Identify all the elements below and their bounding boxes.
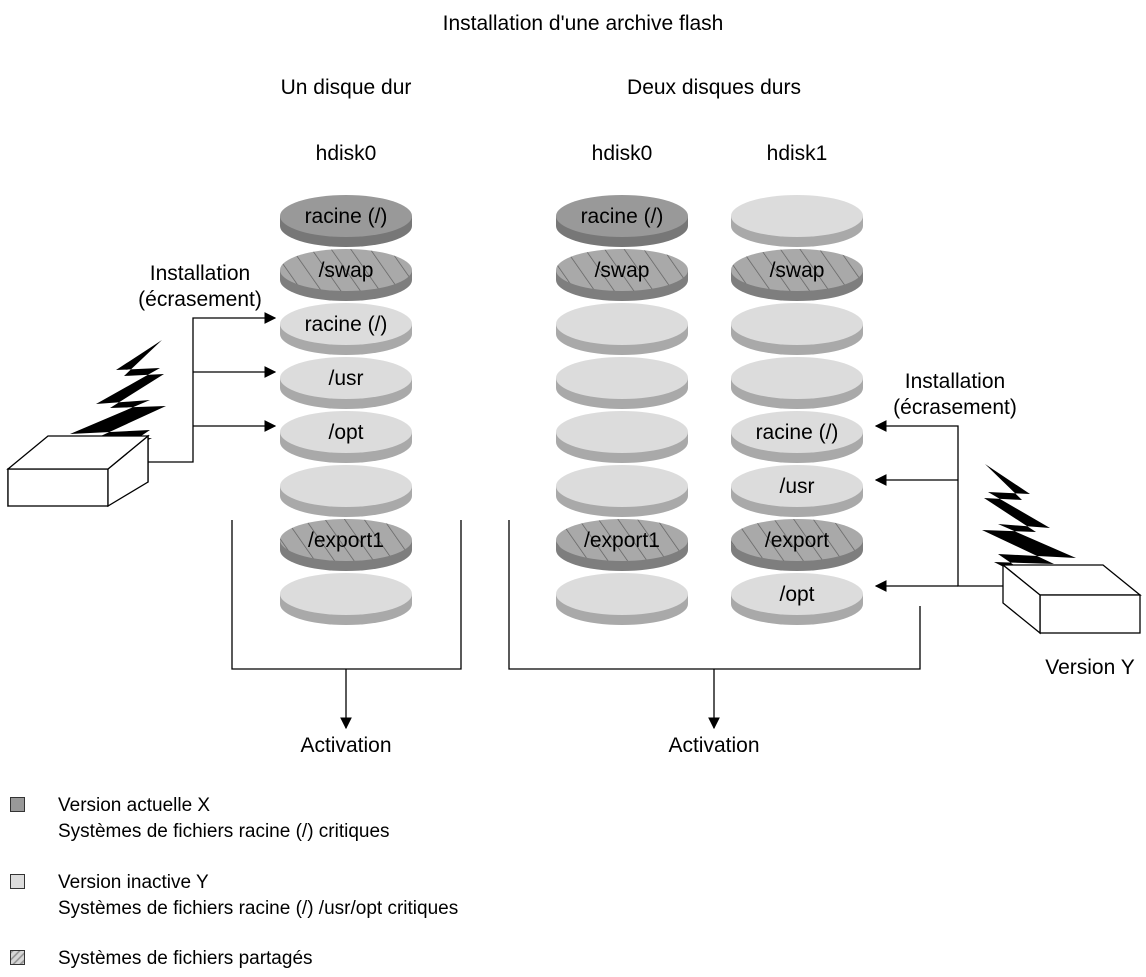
install-label-left-line1: Installation [150,262,250,285]
disk-slice-label: /usr [779,475,814,498]
legend-current-line2: Systèmes de fichiers racine (/) critique… [58,821,390,842]
disk-slice [731,303,863,355]
disk-slice-top [731,411,863,453]
disk-slice [731,357,863,409]
disk-slice-top [731,357,863,399]
disk-slice-label: /usr [328,367,363,390]
disk-slice [280,573,412,625]
disk-slice-label: /swap [770,259,825,282]
disk-slice-top [731,303,863,345]
disk-slice-label: racine (/) [305,313,388,336]
disk-slice [556,303,688,355]
disk-slice: racine (/) [280,303,412,355]
disk-slice-top [556,357,688,399]
disk-slice [556,573,688,625]
section-title-two-disks: Deux disques durs [627,76,801,99]
legend-current-line1: Version actuelle X [58,795,211,816]
activation-label-left: Activation [300,734,391,757]
disk-slice: /opt [280,411,412,463]
disk-slice-label: /swap [319,259,374,282]
disk-slice [280,465,412,517]
disk-slice-top [280,303,412,345]
legend-shared-line1: Systèmes de fichiers partagés [58,948,313,969]
disk-slice-top [556,519,688,561]
disk-slice-top [731,519,863,561]
disk-slice-top [280,357,412,399]
disk-slice-label: /opt [779,583,814,606]
disk-slice-label: /opt [328,421,363,444]
media-box-right-icon [1001,563,1142,635]
lightning-bolt-right-icon [982,464,1076,594]
legend-inactive-line1: Version inactive Y [58,872,209,893]
disk-slice-label: /swap [595,259,650,282]
activation-label-right: Activation [668,734,759,757]
section-title-one-disk: Un disque dur [281,76,412,99]
disk-slice-top [731,465,863,507]
disk-slice-top [556,465,688,507]
disk-slice [556,465,688,517]
activation-bracket-left [231,520,462,730]
install-label-left-line2: (écrasement) [138,288,262,311]
lightning-bolt-left-icon [70,340,166,470]
disk-name-single-hdisk0: hdisk0 [316,142,377,165]
disk-stack-single-hdisk0: racine (/) /swap racine (/) /usr/opt/export… [280,195,412,625]
disk-slice [731,195,863,247]
disk-slice: /export1 [556,519,688,571]
disk-slice-top [280,465,412,507]
activation-bracket-right [508,520,921,730]
disk-slice-label: /export [765,529,829,552]
disk-slice: /export [731,519,863,571]
disk-slice: /swap [731,249,863,301]
install-connector-right [874,420,1003,592]
disk-slice [556,357,688,409]
disk-slice-top [731,249,863,291]
disk-slice-top [280,411,412,453]
disk-slice: racine (/) [556,195,688,247]
media-label-right: Version Y [1045,656,1135,679]
disk-slice: /opt [731,573,863,625]
disk-name-dual-hdisk1: hdisk1 [767,142,828,165]
legend-swatch-current [10,797,25,812]
disk-slice-top [731,195,863,237]
disk-slice-top [731,573,863,615]
disk-slice: racine (/) [280,195,412,247]
disk-slice-top [280,195,412,237]
disk-slice [556,411,688,463]
disk-slice: /swap [280,249,412,301]
disk-slice-top [280,519,412,561]
disk-slice-top [556,249,688,291]
disk-slice-label: /export1 [584,529,660,552]
diagram-title: Installation d'une archive flash [443,12,724,35]
disk-slice-top [556,195,688,237]
disk-name-dual-hdisk0: hdisk0 [592,142,653,165]
disk-slice: /usr [731,465,863,517]
disk-slice: /swap [556,249,688,301]
disk-slice-top [556,573,688,615]
disk-stack-dual-hdisk1: /swap racine (/) /usr/export/opt [731,195,863,625]
disk-stack-dual-hdisk0: racine (/) /swap/export1 [556,195,688,625]
disk-slice: /export1 [280,519,412,571]
disk-slice-label: racine (/) [305,205,388,228]
disk-slice-top [556,303,688,345]
install-label-right-line2: (écrasement) [893,396,1017,419]
disk-slice-top [280,249,412,291]
install-connector-left [148,312,277,463]
disk-slice-top [280,573,412,615]
disk-slice-label: racine (/) [581,205,664,228]
legend-swatch-shared [10,950,25,965]
legend-inactive-line2: Systèmes de fichiers racine (/) /usr/opt… [58,898,459,919]
disk-slice: /usr [280,357,412,409]
disk-slice-label: racine (/) [756,421,839,444]
disk-slice-label: /export1 [308,529,384,552]
disk-slice: racine (/) [731,411,863,463]
media-box-left-icon [6,434,150,508]
disk-slice-top [556,411,688,453]
install-label-right-line1: Installation [905,370,1005,393]
legend-swatch-inactive [10,874,25,889]
